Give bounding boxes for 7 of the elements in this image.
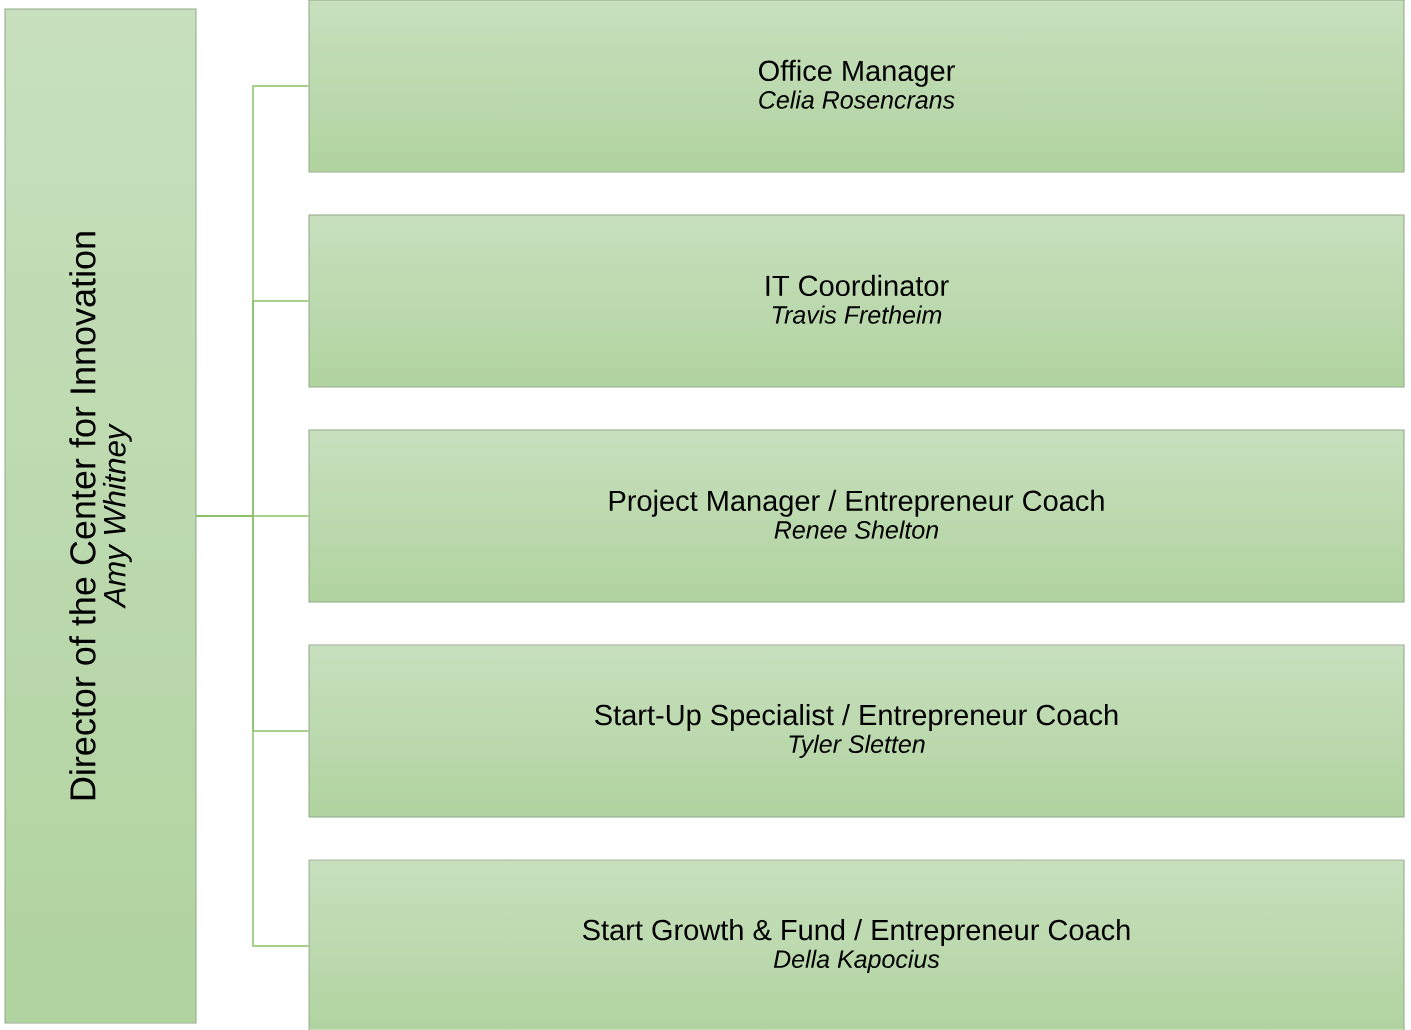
director-box: Director of the Center for Innovation Amy Whitney — [4, 8, 197, 1024]
connector-line — [195, 515, 310, 947]
position-box: Office Manager Celia Rosencrans — [308, 0, 1405, 173]
position-box: Start Growth & Fund / Entrepreneur Coach Della Kapocius — [308, 859, 1405, 1030]
position-box: IT Coordinator Travis Fretheim — [308, 214, 1405, 388]
position-box: Start-Up Specialist / Entrepreneur Coach Tyler Sletten — [308, 644, 1405, 818]
position-box: Project Manager / Entrepreneur Coach Renee Shelton — [308, 429, 1405, 603]
